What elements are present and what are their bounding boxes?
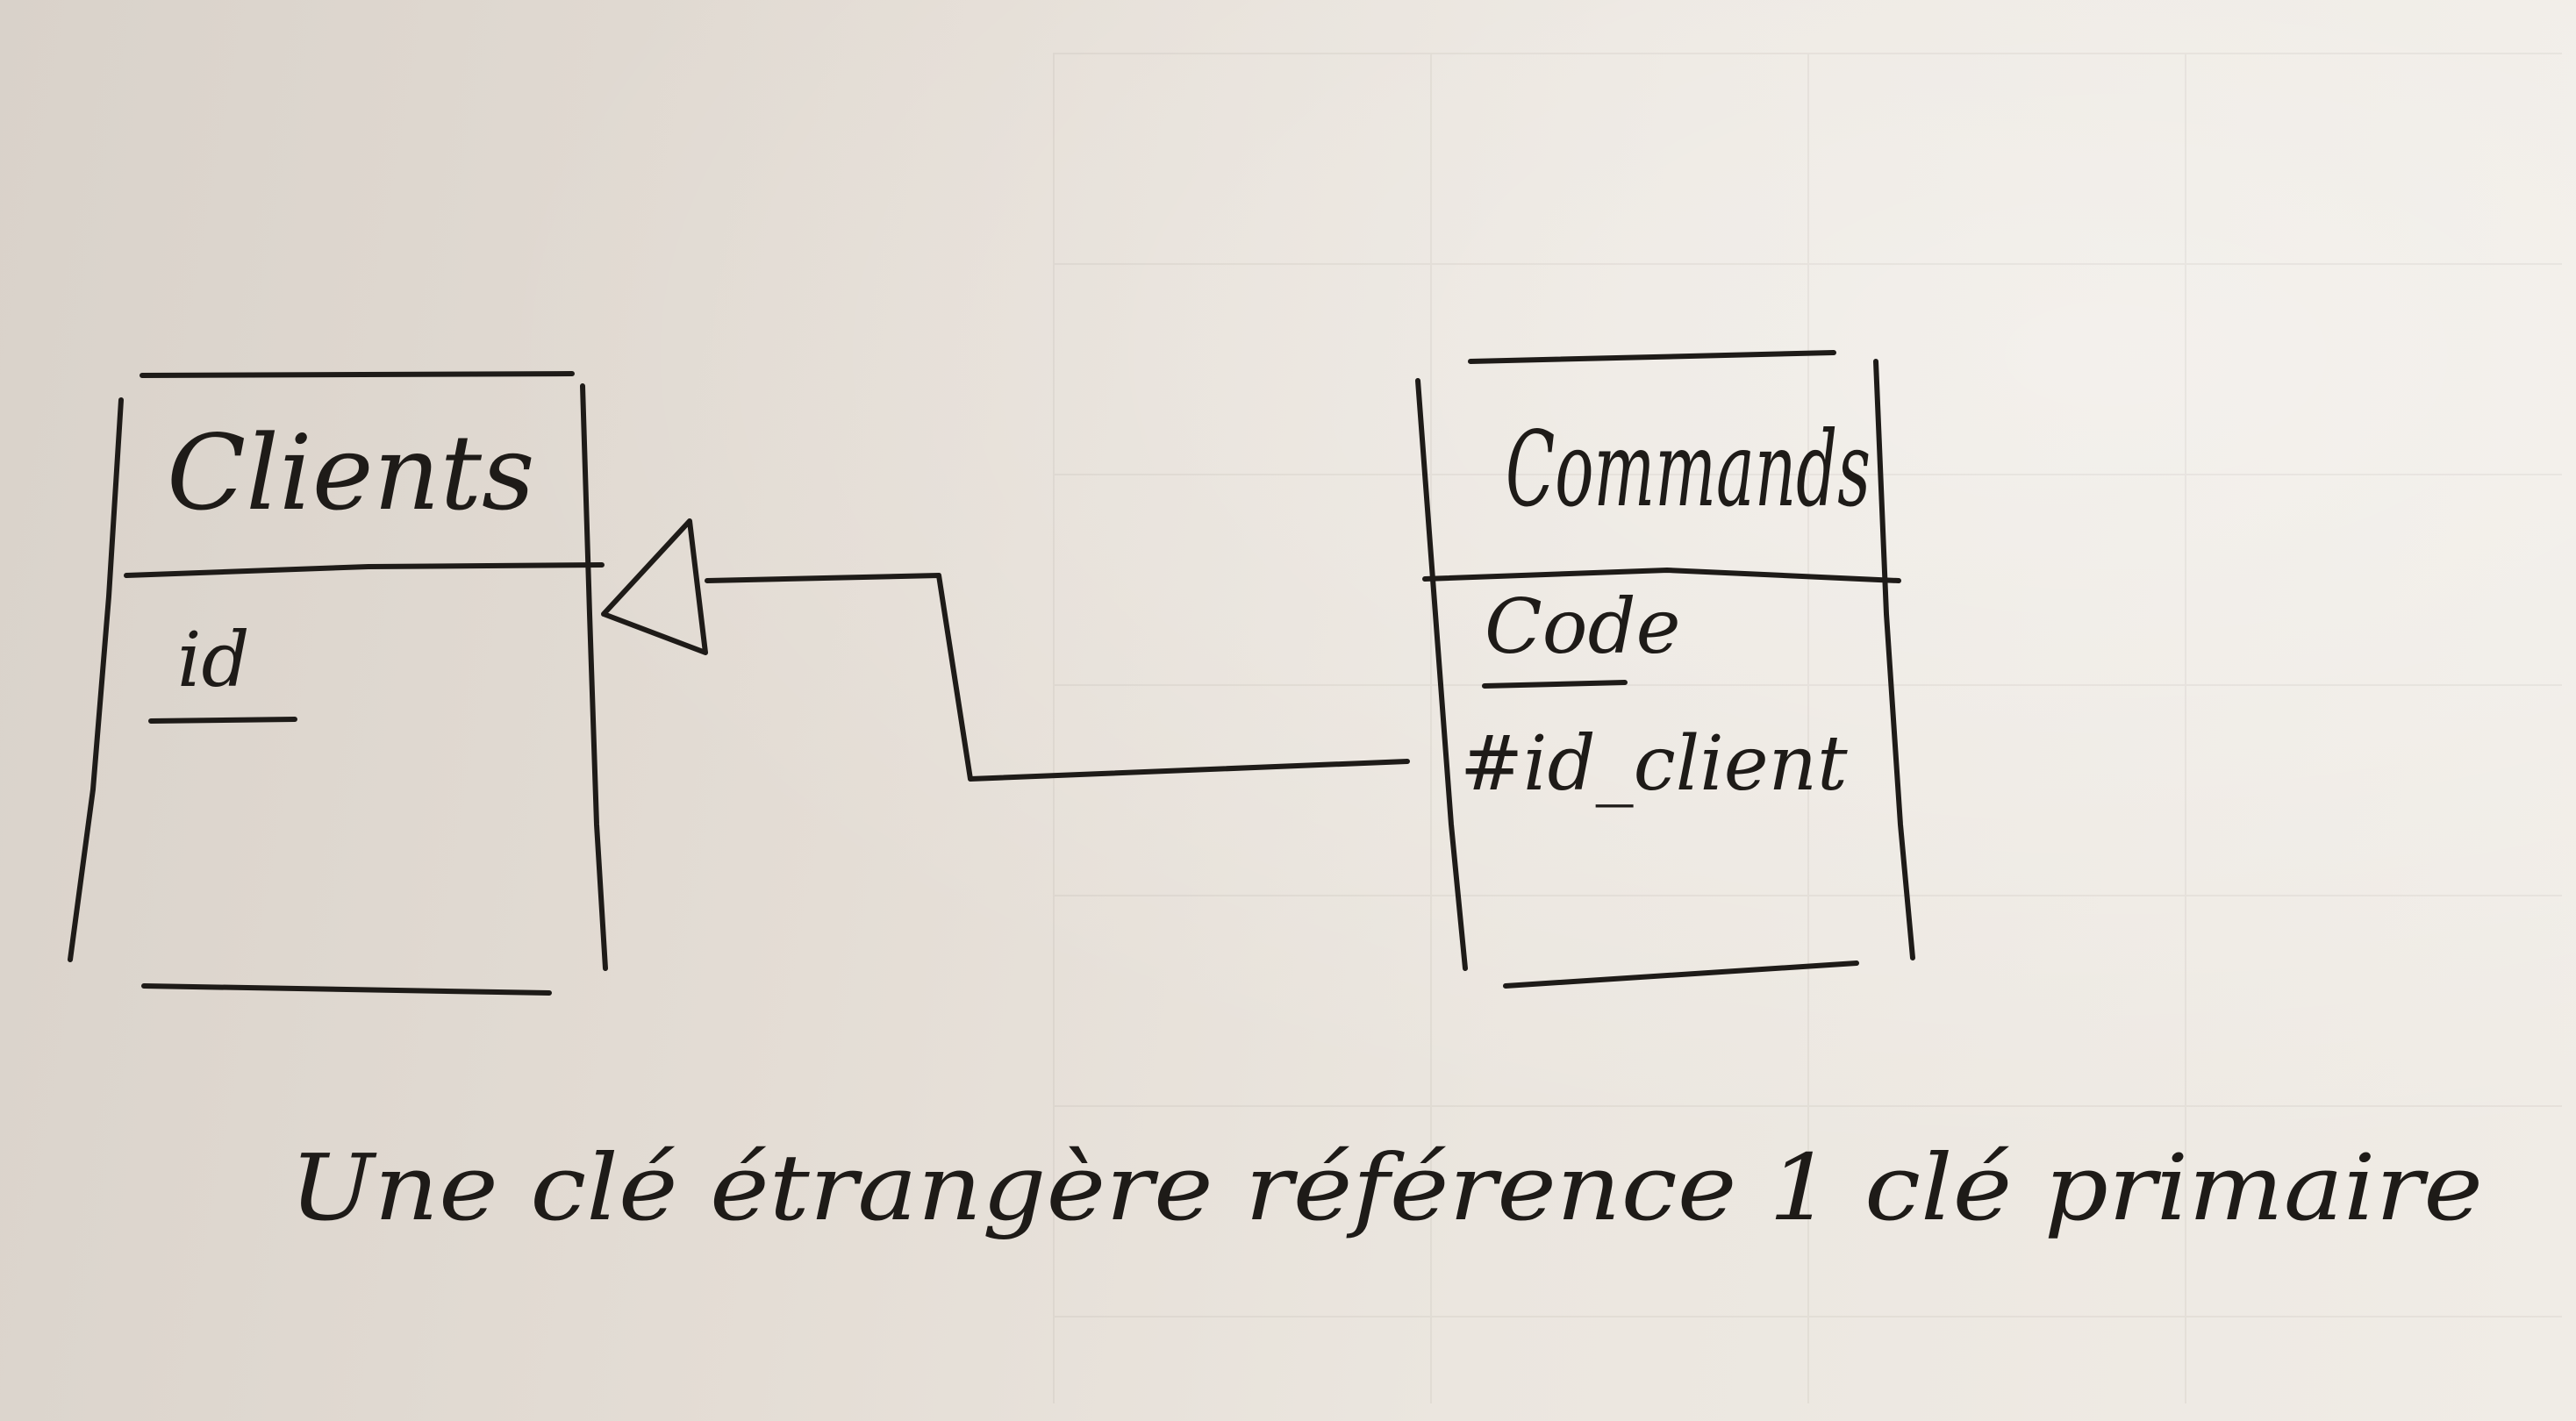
diagram-caption: Une clé étrangère référence 1 clé primai… [290,1134,2483,1241]
commands-code-underline [1482,680,1628,689]
commands-attr-id-client: #id_client [1460,720,1848,808]
entity-clients: Clients id [68,371,608,996]
commands-attr-code: Code [1485,583,1681,671]
clients-title: Clients [167,412,535,533]
commands-left-border [1415,378,1468,971]
triangle-arrowhead [601,518,708,655]
clients-bottom-line [141,983,552,996]
clients-right-border [580,383,608,971]
clients-left-border [68,397,124,962]
relation-connector [601,518,1410,782]
clients-top-line [140,371,575,378]
clients-id-underline [148,717,297,724]
entity-commands: Commands Code #id_client [1415,350,1915,989]
connector-line [705,573,1410,782]
clients-header-divider [124,562,605,578]
commands-header-divider [1422,568,1901,583]
clients-attr-id: id [177,617,250,704]
commands-title: Commands [1506,409,1871,530]
commands-bottom-line [1503,960,1859,989]
commands-top-line [1468,350,1836,364]
commands-right-border [1873,359,1915,960]
